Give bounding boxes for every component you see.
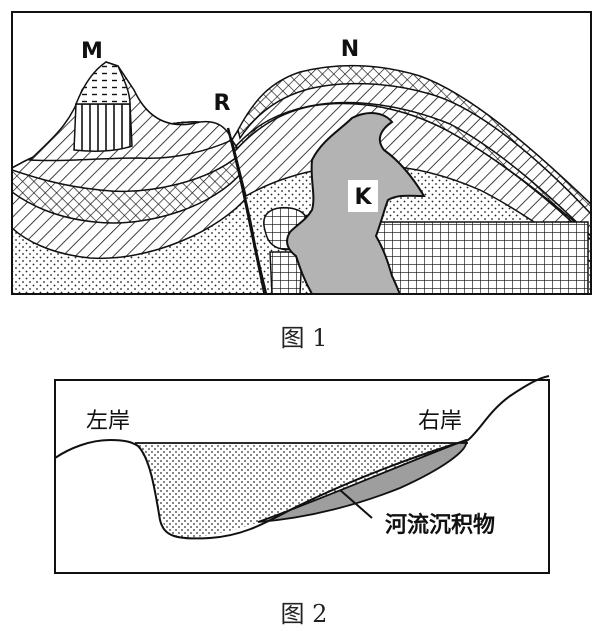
- mountain-m-cap: [74, 61, 131, 105]
- river-sediment: [257, 438, 468, 523]
- label-left-bank: 左岸: [86, 409, 130, 434]
- label-k-box: [348, 180, 378, 212]
- label-k: K: [354, 185, 372, 210]
- figure2-caption: 图 2: [280, 600, 328, 628]
- figure1-frame: [11, 11, 592, 295]
- right-block-surface-crosshatch: [237, 64, 591, 216]
- figure2-frame: [54, 379, 550, 574]
- label-m: M: [81, 39, 103, 64]
- river-cross-section: 左岸 右岸 河流沉积物: [54, 375, 550, 574]
- mountain-m-core: [73, 103, 133, 152]
- fault-line-r: [226, 127, 268, 294]
- river-water: [135, 443, 468, 538]
- label-right-bank: 右岸: [418, 409, 462, 434]
- label-r: R: [214, 91, 231, 116]
- label-n: N: [341, 37, 359, 62]
- riverbed-outline: [54, 375, 550, 540]
- grid-block-right: [368, 221, 589, 294]
- label-sediment: 河流沉积物: [385, 512, 495, 538]
- sediment-leader-line: [339, 489, 373, 519]
- geologic-cross-section: M R N K: [11, 11, 592, 295]
- figure1-caption: 图 1: [280, 324, 328, 352]
